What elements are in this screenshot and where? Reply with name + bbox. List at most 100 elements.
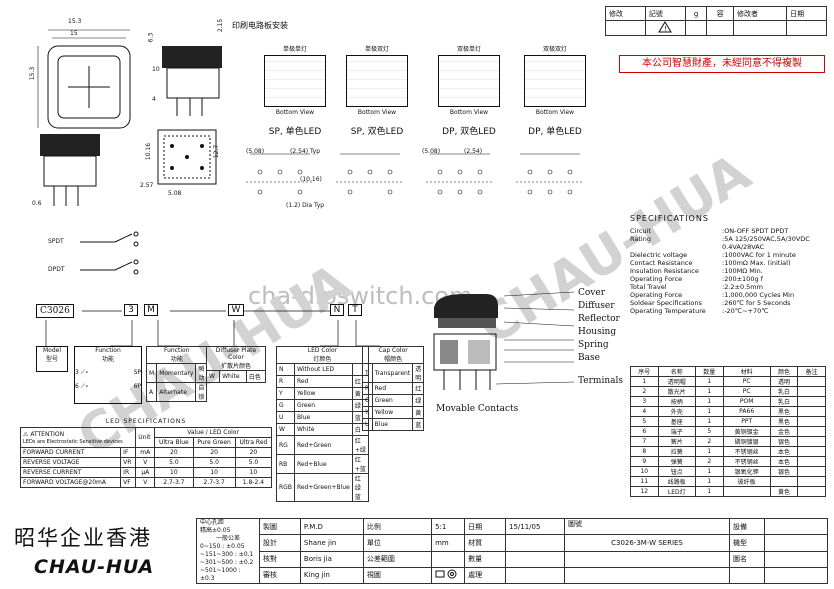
selector-d-head: Diffuser Plate Color <box>215 347 257 361</box>
spec-value: :100mΩ Max. (initial) <box>722 259 791 267</box>
bom-cell: 乳白 <box>769 396 799 407</box>
label-diffuser: Diffuser <box>578 301 615 311</box>
spec-key: Operating Force <box>630 291 683 299</box>
bom-cell: 5 <box>694 426 724 437</box>
selector-led-name: Yellow <box>293 387 353 400</box>
tol-row-2: ~301~500 : ±0.2 <box>200 559 254 566</box>
switch-diagrams <box>80 231 139 275</box>
bom-cell: 黄铜镀金 <box>722 426 771 437</box>
spec-key: Contact Resistance <box>630 259 693 267</box>
selector-cap-cn: 红 <box>412 382 425 395</box>
bom-cell: POM <box>722 396 771 407</box>
bom-cell: 1 <box>630 376 659 387</box>
bom-cell: 乳白 <box>769 386 799 397</box>
bom-cell: 不锈钢丝 <box>722 446 771 457</box>
tb-right-2: 圖名 <box>729 550 765 568</box>
led-spec-cell: IR <box>120 467 137 478</box>
projection-symbol-icon <box>431 566 466 585</box>
label-reflector: Reflector <box>578 314 620 324</box>
bom-cell: 本色 <box>769 446 799 457</box>
hole-dim-3: (1.2) Dia Typ <box>286 202 325 209</box>
spec-row: Operating Force:1,000,000 Cycles Min <box>630 291 810 299</box>
bom-header: 颜色 <box>769 366 799 377</box>
tol-row-1: ~151~300 : ±0.1 <box>200 551 254 558</box>
dim-low-10-16: 10.16 <box>145 142 153 161</box>
pcb-footprint-drawing <box>157 129 217 185</box>
svg-text:!: ! <box>664 25 667 33</box>
selector-led-code: N <box>276 363 295 376</box>
dim-low-5-08: 5.08 <box>168 190 182 197</box>
pcb-variant-2-drawing <box>438 55 500 107</box>
selector-cap-name: Yellow <box>371 406 414 419</box>
title-block: 中心孔距 精高±0.05 一般公差 0~150 : ±0.05 ~151~300… <box>196 517 828 585</box>
pcb-variant-0-view: Bottom View <box>275 109 315 116</box>
spec-value: :200±100g f <box>722 275 763 283</box>
selector-led-cn: 红+蓝 <box>351 454 369 474</box>
bom-cell: 1 <box>694 446 724 457</box>
bom-cell-note <box>797 456 826 467</box>
led-spec-cell: 10 <box>154 467 194 478</box>
selector-f-head: Function <box>163 347 190 354</box>
bom-header: 数量 <box>694 366 724 377</box>
bom-cell-note <box>797 466 826 477</box>
selector-cap-head: Cap Color <box>378 347 408 354</box>
led-spec-cell: 20 <box>192 447 236 458</box>
led-spec-cell: 20 <box>154 447 194 458</box>
bom-cell-note <box>797 476 826 487</box>
part-code-seg-4: T <box>348 304 362 316</box>
bom-header: 材料 <box>722 366 771 377</box>
bom-cell: 金色 <box>769 426 799 437</box>
tb-right-0: 設備 <box>729 517 765 536</box>
led-color-0: Ultra Blue <box>154 437 194 448</box>
tb-r2-c0: 核對 <box>259 550 301 568</box>
selector-cap-cn: 绿 <box>412 394 425 407</box>
selector-d-sub: 扩散片颜色 <box>220 363 251 370</box>
dim-top-15: 15 <box>70 30 78 37</box>
tb-r0-c3: 5:1 <box>431 517 466 536</box>
tb-r2-c4: 數量 <box>464 550 506 568</box>
selector-cap-cn: 透明 <box>412 363 425 383</box>
led-spec: LED SPECIFICATIONS ⚠ ATTENTION LEDs are … <box>19 418 273 488</box>
part-code-seg-1: M <box>144 304 158 316</box>
pcb-section-title: 印刷电路板安装 <box>232 21 288 30</box>
pcb-variant-1-top: 単极双灯 <box>364 46 389 53</box>
rev-head-1: 記號 <box>644 6 686 21</box>
bom-cell: 2 <box>694 436 724 447</box>
dim-side-10: 10 <box>152 66 160 73</box>
spec-row: Operating Force:200±100g f <box>630 275 810 283</box>
tol-row-3: ~501~1000 : ±0.3 <box>200 567 241 582</box>
part-code-base: C3026 <box>36 304 74 318</box>
bom-cell: 7 <box>630 436 659 447</box>
led-spec-table: ⚠ ATTENTION LEDs are Electrostatic Sensi… <box>19 427 273 488</box>
selector-cap-code: U <box>362 418 373 431</box>
spec-value: :1000VAC for 1 minute <box>722 251 796 259</box>
selector-cap-name: Blue <box>371 418 414 431</box>
tol-general: 一般公差 <box>215 535 240 542</box>
rev-head-5: 日期 <box>786 6 827 21</box>
bom-cell: PA66 <box>722 406 771 417</box>
bom-cell: 12 <box>630 486 659 497</box>
tb-r3-c4: 處理 <box>464 566 506 585</box>
spec-value: :260℃ for 5 Seconds <box>722 299 791 307</box>
label-terminals: Terminals <box>578 376 624 386</box>
front-view-drawing <box>37 29 222 206</box>
bom-cell: 本色 <box>769 456 799 467</box>
led-unit-head: Unit <box>135 427 156 448</box>
led-color-2: Ultra Red <box>234 437 273 448</box>
label-movable-contacts: Movable Contacts <box>436 404 519 414</box>
esd-warning-icon: ⚠ <box>23 430 29 438</box>
bom-cell-note <box>797 386 826 397</box>
tb-drawing-no: C3026-3M-W SERIES <box>564 534 730 552</box>
